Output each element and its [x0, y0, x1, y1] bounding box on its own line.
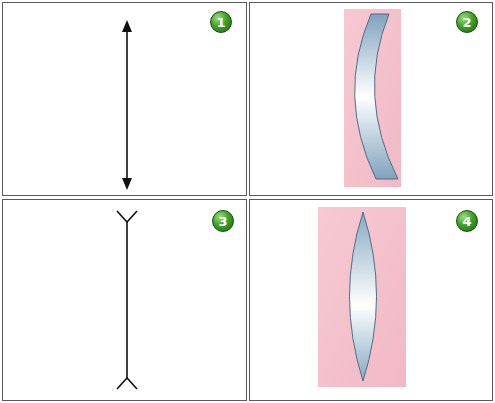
concave-lens-symbol — [117, 211, 137, 389]
lens-panel: 2 — [249, 2, 493, 196]
meniscus-lens — [344, 9, 401, 187]
callout-number: 4 — [462, 215, 471, 228]
callout-badge: 2 — [456, 11, 478, 33]
biconvex-lens — [318, 207, 406, 387]
callout-badge: 4 — [456, 210, 478, 232]
lens-panel: 3 — [2, 199, 247, 401]
lens-panel: 1 — [2, 2, 247, 196]
callout-number: 2 — [462, 16, 471, 29]
callout-badge: 1 — [210, 11, 232, 33]
callout-badge: 3 — [212, 210, 234, 232]
callout-number: 3 — [218, 215, 227, 228]
convex-lens-symbol — [122, 20, 132, 190]
lens-panel: 4 — [249, 199, 493, 401]
callout-number: 1 — [216, 16, 225, 29]
